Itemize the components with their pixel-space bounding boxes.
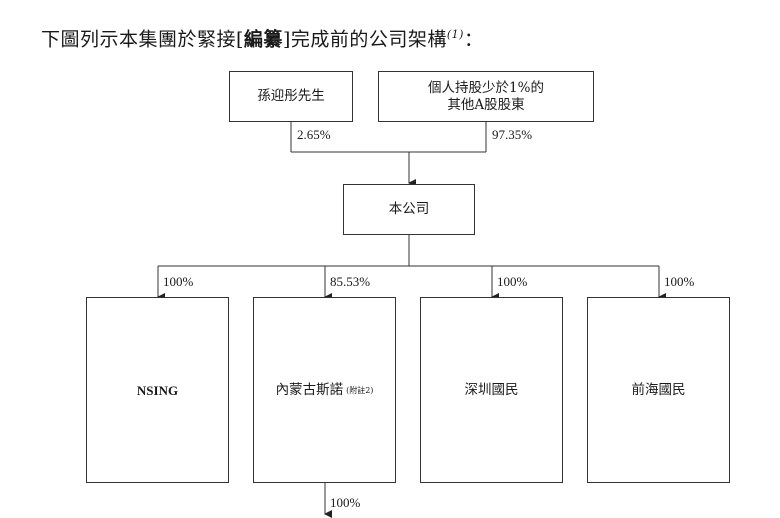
subsidiary-box-inner-mongolia: 內蒙古斯諾(附註2) [253,297,396,483]
title-suffix: ]完成前的公司架構 [282,28,447,51]
title-colon: ： [463,28,484,51]
subsidiary-percent: 100% [664,274,695,289]
subsidiary-name: NSING [136,382,179,398]
page-title: 下圖列示本集團於緊接[編纂]完成前的公司架構(1)： [41,22,483,52]
subsidiary-box-nsing: NSING [86,297,229,483]
subsidiary-note: (附註2) [346,385,374,395]
subsidiary-box-qianhai: 前海國民 [587,297,730,483]
subsidiary-percent: 100% [497,274,528,289]
title-redacted: 編纂 [243,28,283,51]
shareholder-percent: 97.35% [492,127,533,142]
subsidiary-percent: 100% [163,274,194,289]
shareholder-percent: 2.65% [297,127,331,142]
subsidiary-box-shenzhen: 深圳國民 [420,297,563,483]
shareholder-name: 孫迎彤先生 [257,88,325,104]
title-footnote: (1) [446,28,464,41]
shareholder-box-others: 個人持股少於1%的 其他A股股東 [378,71,594,122]
subsidiary-name: 深圳國民 [464,381,519,398]
subsidiary-name: 前海國民 [631,381,686,398]
shareholder-box-sun: 孫迎彤先生 [229,71,353,122]
company-box: 本公司 [343,184,475,235]
shareholder-name-line1: 個人持股少於1%的 [428,79,544,96]
downstream-percent: 100% [330,495,361,510]
company-name: 本公司 [388,201,430,217]
shareholder-name-line2: 其他A股股東 [447,96,525,113]
subsidiary-percent: 85.53% [330,274,371,289]
subsidiary-name: 內蒙古斯諾 [275,381,344,398]
title-prefix: 下圖列示本集團於緊接[ [41,28,244,51]
